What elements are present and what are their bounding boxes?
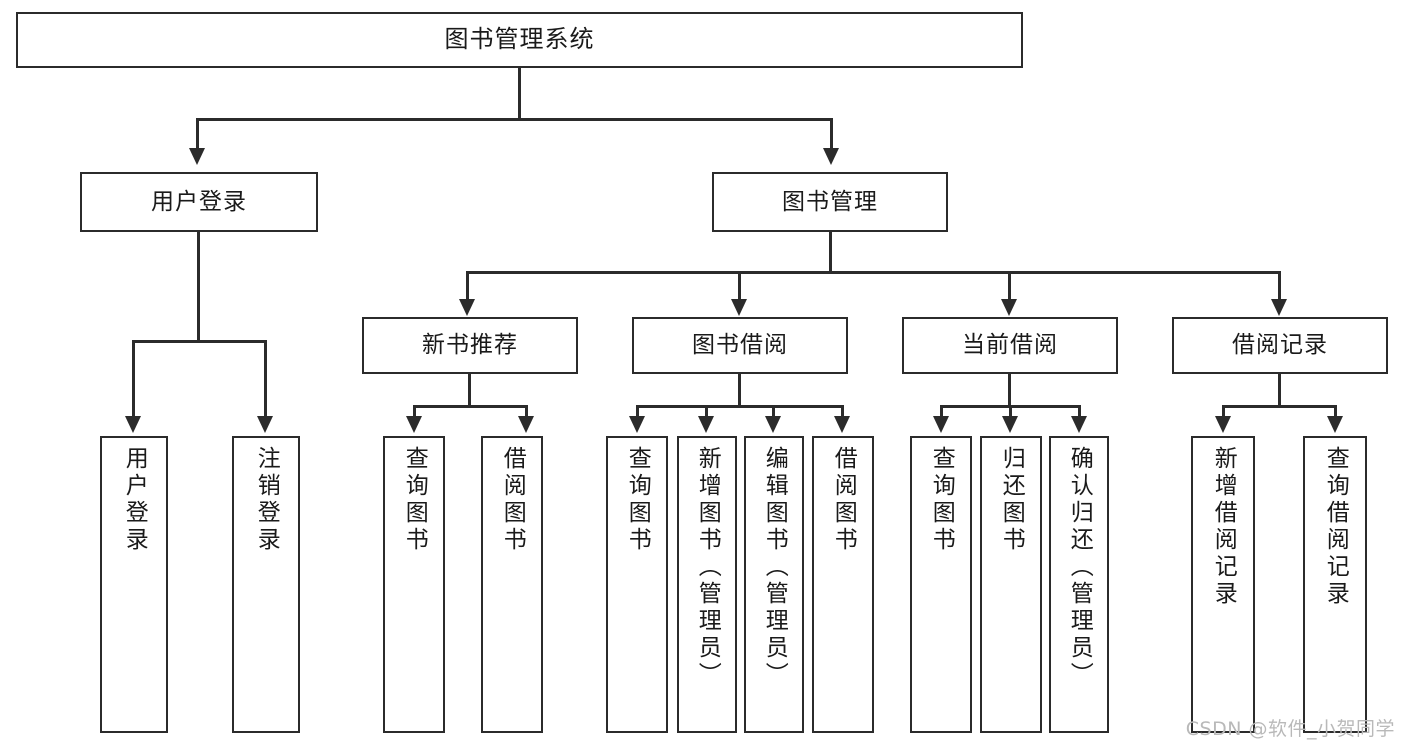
edge-current-drop-2 (1009, 405, 1012, 418)
arrowhead-bookmgmt (823, 148, 839, 165)
node-book-management[interactable]: 图书管理 (712, 172, 948, 232)
arrowhead-level3-3 (1001, 299, 1017, 316)
arrowhead-login (189, 148, 205, 165)
edge-borrow-drop-4 (841, 405, 844, 418)
arrowhead-current-3 (1071, 416, 1087, 433)
node-user-login[interactable]: 用户登录 (80, 172, 318, 232)
edge-bookmgmt-stem (829, 232, 832, 274)
leaf-borrow-edit-book-admin[interactable]: 编辑图书（管理员） (744, 436, 804, 733)
node-new-book-recommend[interactable]: 新书推荐 (362, 317, 578, 374)
node-label: 查询图书 (401, 446, 428, 554)
arrowhead-current-2 (1002, 416, 1018, 433)
node-root-system[interactable]: 图书管理系统 (16, 12, 1023, 68)
arrowhead-level3-1 (459, 299, 475, 316)
arrowhead-borrow-4 (834, 416, 850, 433)
arrowhead-record-1 (1215, 416, 1231, 433)
edge-newbook-drop-1 (413, 405, 416, 418)
arrowhead-borrow-3 (765, 416, 781, 433)
node-label: 新增借阅记录 (1210, 446, 1237, 608)
edge-drop-bookmgmt (830, 118, 833, 150)
node-label: 查询借阅记录 (1322, 446, 1349, 608)
edge-level3-drop-4 (1278, 271, 1281, 301)
node-label: 图书管理系统 (444, 25, 595, 54)
arrowhead-leaf-login-2 (257, 416, 273, 433)
arrowhead-level3-4 (1271, 299, 1287, 316)
arrowhead-borrow-1 (629, 416, 645, 433)
edge-level3-drop-3 (1008, 271, 1011, 301)
leaf-user-login[interactable]: 用户登录 (100, 436, 168, 733)
edge-newbook-drop-2 (525, 405, 528, 418)
node-label: 用户登录 (151, 188, 247, 215)
node-label: 编辑图书（管理员） (761, 446, 788, 689)
edge-borrow-bus (636, 405, 844, 408)
leaf-logout[interactable]: 注销登录 (232, 436, 300, 733)
node-label: 注销登录 (253, 446, 280, 554)
node-label: 图书借阅 (692, 332, 788, 359)
edge-current-drop-3 (1078, 405, 1081, 418)
leaf-current-confirm-return-admin[interactable]: 确认归还（管理员） (1049, 436, 1109, 733)
watermark: CSDN @软件_小贺同学 (1185, 718, 1395, 740)
edge-login-bus (132, 340, 267, 343)
leaf-record-add-record[interactable]: 新增借阅记录 (1191, 436, 1255, 733)
leaf-current-return-book[interactable]: 归还图书 (980, 436, 1042, 733)
node-label: 当前借阅 (962, 332, 1058, 359)
node-label: 借阅图书 (830, 446, 857, 554)
edge-level3-bus (466, 271, 1281, 274)
node-book-borrow[interactable]: 图书借阅 (632, 317, 848, 374)
node-label: 图书管理 (782, 188, 878, 215)
arrowhead-current-1 (933, 416, 949, 433)
edge-borrow-stem (738, 374, 741, 407)
edge-login-stem (197, 232, 200, 342)
edge-login-drop-1 (132, 340, 135, 418)
edge-current-drop-1 (940, 405, 943, 418)
node-label: 借阅图书 (499, 446, 526, 554)
edge-level2-bus (196, 118, 833, 121)
edge-level3-drop-2 (738, 271, 741, 301)
arrowhead-borrow-2 (698, 416, 714, 433)
arrowhead-level3-2 (731, 299, 747, 316)
arrowhead-leaf-login-1 (125, 416, 141, 433)
leaf-borrow-query-book[interactable]: 查询图书 (606, 436, 668, 733)
edge-borrow-drop-1 (636, 405, 639, 418)
edge-login-drop-2 (264, 340, 267, 418)
arrowhead-newbook-2 (518, 416, 534, 433)
edge-borrow-drop-3 (772, 405, 775, 418)
node-borrow-record[interactable]: 借阅记录 (1172, 317, 1388, 374)
leaf-newbook-query-book[interactable]: 查询图书 (383, 436, 445, 733)
node-current-borrow[interactable]: 当前借阅 (902, 317, 1118, 374)
edge-drop-login (196, 118, 199, 150)
leaf-newbook-borrow-book[interactable]: 借阅图书 (481, 436, 543, 733)
edge-record-drop-2 (1334, 405, 1337, 418)
edge-record-drop-1 (1222, 405, 1225, 418)
node-label: 新书推荐 (422, 332, 518, 359)
node-label: 归还图书 (998, 446, 1025, 554)
edge-borrow-drop-2 (705, 405, 708, 418)
leaf-current-query-book[interactable]: 查询图书 (910, 436, 972, 733)
leaf-borrow-borrow-book[interactable]: 借阅图书 (812, 436, 874, 733)
edge-record-bus (1222, 405, 1337, 408)
arrowhead-record-2 (1327, 416, 1343, 433)
node-label: 查询图书 (928, 446, 955, 554)
arrowhead-newbook-1 (406, 416, 422, 433)
node-label: 新增图书（管理员） (694, 446, 721, 689)
node-label: 借阅记录 (1232, 332, 1328, 359)
node-label: 查询图书 (624, 446, 651, 554)
leaf-borrow-add-book-admin[interactable]: 新增图书（管理员） (677, 436, 737, 733)
node-label: 用户登录 (121, 446, 148, 554)
edge-root-stem (518, 68, 521, 120)
node-label: 确认归还（管理员） (1066, 446, 1093, 689)
edge-current-stem (1008, 374, 1011, 407)
edge-record-stem (1278, 374, 1281, 407)
edge-newbook-bus (413, 405, 528, 408)
leaf-record-query-record[interactable]: 查询借阅记录 (1303, 436, 1367, 733)
edge-newbook-stem (468, 374, 471, 407)
edge-level3-drop-1 (466, 271, 469, 301)
